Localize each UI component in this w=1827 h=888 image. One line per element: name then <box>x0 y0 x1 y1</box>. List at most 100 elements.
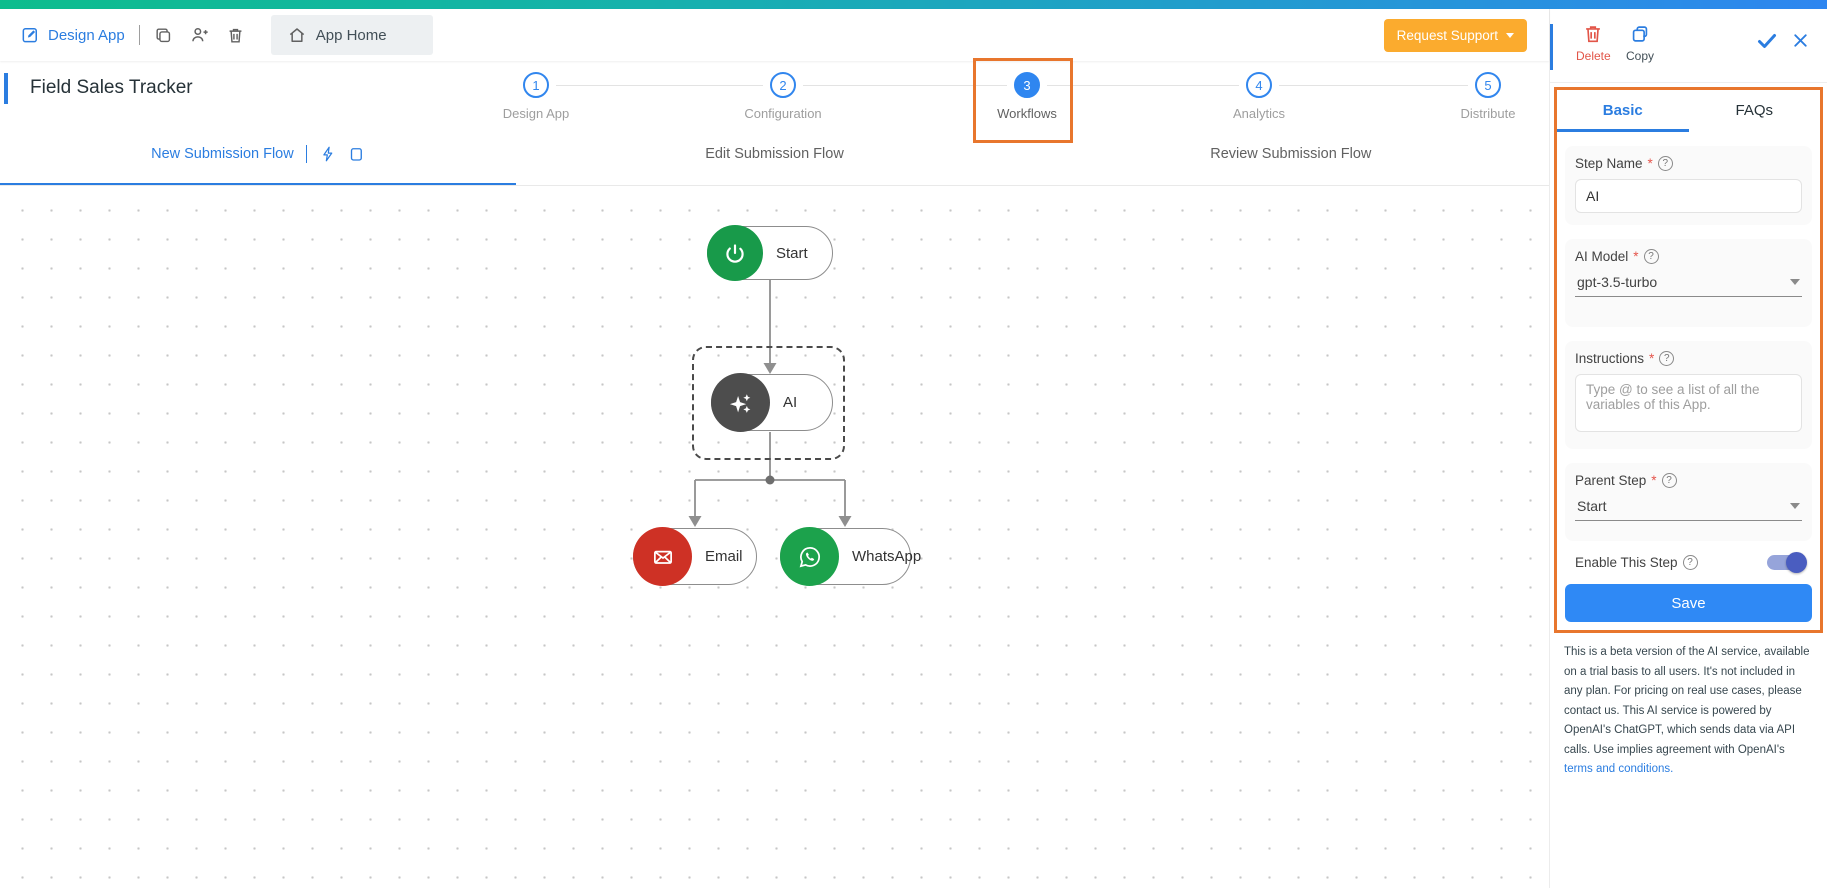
flow-tabs: New Submission Flow Edit Submission Flow… <box>0 125 1549 186</box>
help-icon[interactable]: ? <box>1657 156 1673 171</box>
edit-icon <box>20 25 40 45</box>
enable-step-toggle[interactable] <box>1767 552 1807 573</box>
app-home-button[interactable]: App Home <box>270 15 433 55</box>
ai-model-select[interactable]: gpt-3.5-turbo <box>1575 270 1802 297</box>
stepper-step-configuration[interactable]: 2 Configuration <box>713 72 853 121</box>
design-app-button[interactable]: Design App <box>20 25 125 45</box>
stepper-connector <box>556 85 763 86</box>
save-button[interactable]: Save <box>1565 584 1812 622</box>
toggle-knob <box>1786 552 1807 573</box>
home-icon <box>287 25 307 45</box>
tab-edit-submission-flow[interactable]: Edit Submission Flow <box>516 125 1032 185</box>
step-name-input[interactable] <box>1575 179 1802 213</box>
field-label-text: AI Model <box>1575 249 1629 264</box>
step-label: Workflows <box>997 106 1057 121</box>
ai-model-value: gpt-3.5-turbo <box>1577 274 1658 290</box>
help-icon[interactable]: ? <box>1643 249 1659 264</box>
ai-model-label: AI Model * ? <box>1575 249 1802 264</box>
chevron-down-icon <box>1790 279 1800 285</box>
instructions-label: Instructions * ? <box>1575 351 1802 366</box>
parent-step-select[interactable]: Start <box>1575 494 1802 521</box>
field-instructions: Instructions * ? <box>1565 341 1812 449</box>
copy-flow-icon[interactable] <box>347 145 365 163</box>
terms-link[interactable]: terms and conditions. <box>1564 763 1674 775</box>
copy-step-button[interactable]: Copy <box>1626 23 1654 63</box>
tab-new-submission-flow[interactable]: New Submission Flow <box>0 125 517 185</box>
tab-separator <box>305 145 308 163</box>
trash-icon <box>1576 23 1611 45</box>
stepper-connector <box>803 85 1007 86</box>
parent-step-value: Start <box>1577 498 1607 514</box>
duplicate-app-button[interactable] <box>154 26 173 45</box>
node-ai[interactable]: AI <box>711 373 833 432</box>
stepper-connector <box>1279 85 1468 86</box>
step-label: Distribute <box>1460 106 1516 121</box>
ai-disclaimer: This is a beta version of the AI service… <box>1564 643 1815 780</box>
chevron-down-icon <box>1506 32 1514 38</box>
step-number: 5 <box>1475 72 1501 98</box>
stepper-step-workflows[interactable]: 3 Workflows <box>957 72 1097 121</box>
copy-icon <box>154 26 173 45</box>
close-panel-button[interactable] <box>1790 30 1811 51</box>
help-icon[interactable]: ? <box>1682 555 1698 570</box>
required-mark: * <box>1633 249 1639 264</box>
automation-bolt-icon[interactable] <box>319 144 337 164</box>
toolbar-icons <box>154 25 245 45</box>
flow-tab-label: Review Submission Flow <box>1210 146 1372 162</box>
top-gradient-strip <box>0 0 1827 9</box>
stepper-step-design-app[interactable]: 1 Design App <box>466 72 606 121</box>
step-label: Configuration <box>744 106 822 121</box>
node-whatsapp[interactable]: WhatsApp <box>780 527 921 586</box>
node-email[interactable]: Email <box>633 527 757 586</box>
tab-basic[interactable]: Basic <box>1557 92 1689 132</box>
step-name-label: Step Name * ? <box>1575 156 1802 171</box>
node-label: Start <box>776 244 808 262</box>
field-label-text: Parent Step <box>1575 473 1647 488</box>
node-label: WhatsApp <box>852 548 922 565</box>
app-root: Design App <box>0 9 1827 888</box>
toolbar: Design App <box>0 9 1549 61</box>
panel-tabs: Basic FAQs <box>1557 92 1820 132</box>
properties-panel: Delete Copy Basic <box>1549 9 1827 888</box>
toolbar-separator <box>138 25 140 45</box>
step-number: 1 <box>523 72 549 98</box>
page-title: Field Sales Tracker <box>30 77 193 98</box>
help-icon[interactable]: ? <box>1661 473 1677 488</box>
node-start[interactable]: Start <box>707 225 833 281</box>
selection-box <box>692 346 845 460</box>
field-label-text: Enable This Step <box>1575 555 1678 570</box>
chevron-down-icon <box>1790 503 1800 509</box>
title-accent-bar <box>4 73 8 104</box>
required-mark: * <box>1651 473 1657 488</box>
power-icon <box>707 225 763 281</box>
node-label: AI <box>783 394 798 411</box>
design-app-label: Design App <box>48 26 125 44</box>
app-home-label: App Home <box>315 26 387 44</box>
help-icon[interactable]: ? <box>1659 351 1675 366</box>
node-label: Email <box>705 548 743 565</box>
required-mark: * <box>1649 351 1655 366</box>
panel-accent-bar <box>1550 24 1553 70</box>
field-ai-model: AI Model * ? gpt-3.5-turbo <box>1565 239 1812 327</box>
delete-step-button[interactable]: Delete <box>1576 23 1611 63</box>
disclaimer-text: This is a beta version of the AI service… <box>1564 646 1810 756</box>
person-add-icon <box>189 25 210 45</box>
workflow-canvas[interactable]: Start AI Email WhatsApp <box>0 186 1549 888</box>
delete-app-button[interactable] <box>226 26 245 45</box>
stepper-connector <box>1047 85 1239 86</box>
field-label-text: Instructions <box>1575 351 1645 366</box>
sparkles-icon <box>711 373 770 432</box>
step-number: 3 <box>1014 72 1040 98</box>
instructions-textarea[interactable] <box>1575 374 1802 432</box>
close-icon <box>1790 30 1811 51</box>
confirm-button[interactable] <box>1755 29 1779 53</box>
enable-step-label: Enable This Step ? <box>1575 555 1767 570</box>
enable-step-row: Enable This Step ? <box>1575 552 1810 573</box>
request-support-button[interactable]: Request Support <box>1383 18 1527 52</box>
stepper-step-analytics[interactable]: 4 Analytics <box>1189 72 1329 121</box>
tab-review-submission-flow[interactable]: Review Submission Flow <box>1033 125 1549 185</box>
tab-faqs[interactable]: FAQs <box>1689 92 1821 132</box>
stepper-step-distribute[interactable]: 5 Distribute <box>1418 72 1558 121</box>
step-number: 4 <box>1246 72 1272 98</box>
share-app-button[interactable] <box>189 25 210 45</box>
